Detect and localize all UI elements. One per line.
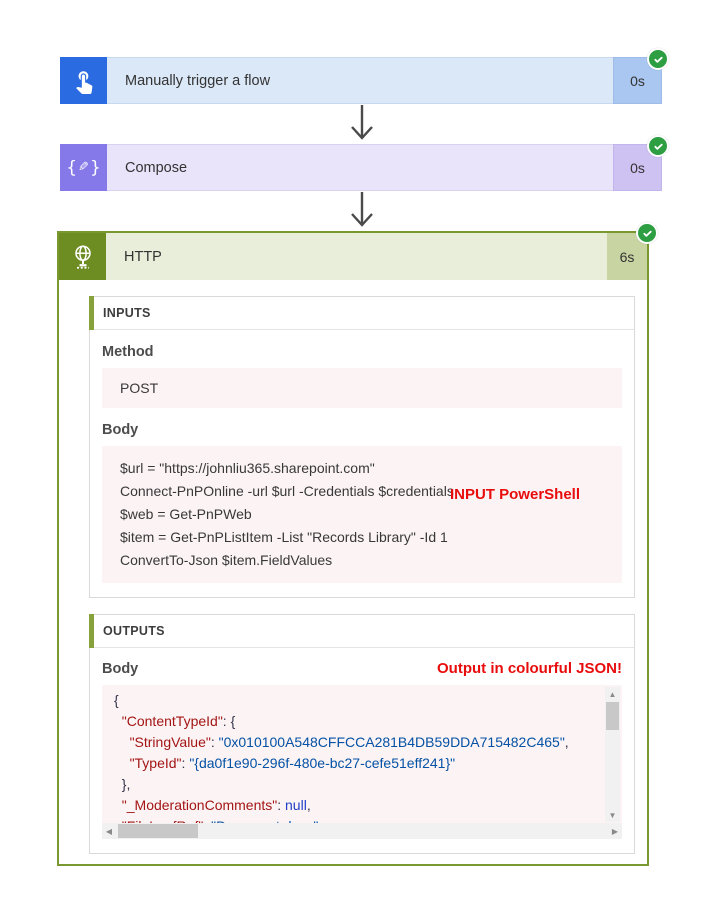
vertical-scroll-thumb[interactable] bbox=[606, 702, 619, 730]
inputs-body-code: $url = "https://johnliu365.sharepoint.co… bbox=[102, 446, 622, 583]
outputs-section: OUTPUTS Body Output in colourful JSON! {… bbox=[89, 614, 635, 854]
vertical-scrollbar[interactable]: ▲ ▼ bbox=[605, 687, 620, 822]
json-code-lines: { "ContentTypeId": { "StringValue": "0x0… bbox=[114, 692, 569, 834]
step-trigger-label: Manually trigger a flow bbox=[107, 57, 613, 104]
step-http-header[interactable]: HTTP 6s bbox=[59, 233, 647, 280]
outputs-section-title[interactable]: OUTPUTS bbox=[89, 614, 634, 648]
outputs-title-text: OUTPUTS bbox=[103, 624, 165, 638]
powershell-code-lines: $url = "https://johnliu365.sharepoint.co… bbox=[120, 460, 454, 568]
horizontal-scroll-thumb[interactable] bbox=[118, 824, 198, 838]
scroll-right-icon[interactable]: ▶ bbox=[611, 826, 619, 836]
connector-arrow-icon bbox=[351, 105, 373, 140]
globe-icon bbox=[59, 233, 106, 280]
braces-pencil-icon: {✎} bbox=[60, 144, 107, 191]
scroll-up-icon[interactable]: ▲ bbox=[608, 689, 617, 699]
step-http-duration: 6s bbox=[607, 233, 647, 280]
inputs-title-text: INPUTS bbox=[103, 306, 151, 320]
horizontal-scrollbar[interactable]: ◀ ▶ bbox=[102, 823, 622, 839]
output-annotation: Output in colourful JSON! bbox=[437, 660, 622, 677]
success-check-icon bbox=[636, 222, 658, 244]
step-trigger-bar[interactable]: Manually trigger a flow 0s bbox=[60, 48, 669, 104]
inputs-body-label: Body bbox=[102, 422, 139, 438]
step-compose-bar[interactable]: {✎} Compose 0s bbox=[60, 135, 669, 191]
input-annotation: INPUT PowerShell bbox=[449, 486, 580, 503]
inputs-section-title[interactable]: INPUTS bbox=[89, 296, 634, 330]
touch-icon bbox=[60, 57, 107, 104]
step-http-label: HTTP bbox=[106, 233, 607, 280]
section-accent-bar bbox=[89, 296, 94, 330]
section-accent-bar bbox=[89, 614, 94, 648]
connector-arrow-icon bbox=[351, 192, 373, 227]
method-value: POST bbox=[102, 368, 622, 408]
method-label: Method bbox=[102, 344, 154, 360]
step-compose-label: Compose bbox=[107, 144, 613, 191]
success-check-icon bbox=[647, 135, 669, 157]
outputs-body-label: Body bbox=[102, 661, 139, 677]
outputs-body-json: { "ContentTypeId": { "StringValue": "0x0… bbox=[102, 685, 622, 839]
scroll-left-icon[interactable]: ◀ bbox=[105, 826, 113, 836]
step-http-card: HTTP 6s INPUTS Method POST Body $url = "… bbox=[57, 222, 658, 866]
inputs-section: INPUTS Method POST Body $url = "https://… bbox=[89, 296, 635, 598]
scroll-down-icon[interactable]: ▼ bbox=[608, 810, 617, 820]
success-check-icon bbox=[647, 48, 669, 70]
